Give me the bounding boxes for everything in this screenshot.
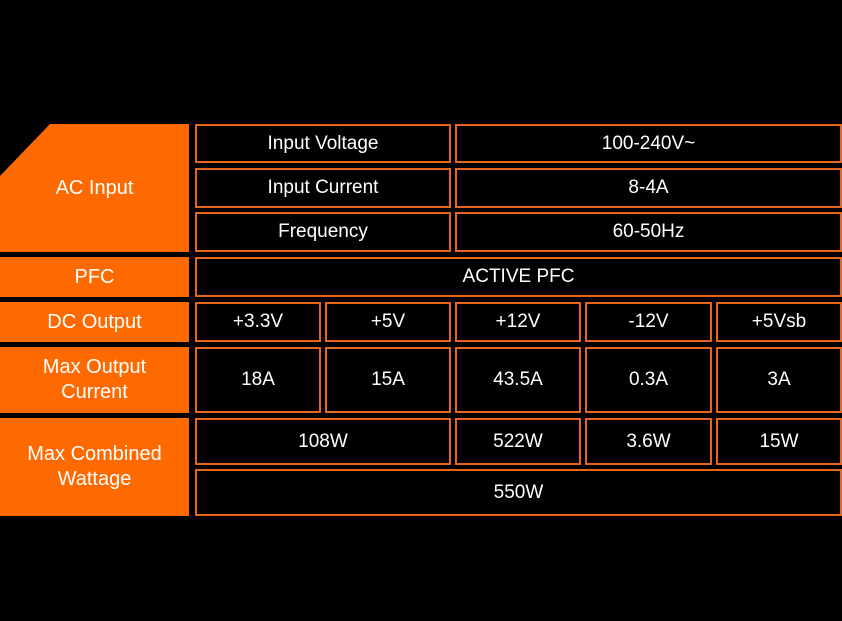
current-12v: 43.5A	[455, 347, 581, 413]
dc-output-header: DC Output	[0, 302, 189, 342]
current-5v: 15A	[325, 347, 451, 413]
current-5vsb: 3A	[716, 347, 842, 413]
wattage-12v: 522W	[455, 418, 581, 465]
pfc-header-label: PFC	[74, 265, 115, 288]
input-current-label: Input Current	[195, 168, 451, 208]
wattage-5vsb: 15W	[716, 418, 842, 465]
frequency-label: Frequency	[195, 212, 451, 252]
max-combined-wattage-header-label: Max Combined Wattage	[27, 443, 162, 490]
rail-3v3: +3.3V	[195, 302, 321, 342]
wattage-total: 550W	[195, 469, 842, 516]
rail-12v: +12V	[455, 302, 581, 342]
wattage-3v3-5v: 108W	[195, 418, 451, 465]
frequency-value: 60-50Hz	[455, 212, 842, 252]
dc-output-header-label: DC Output	[47, 310, 142, 333]
rail-5v: +5V	[325, 302, 451, 342]
wattage-minus-12v: 3.6W	[585, 418, 712, 465]
pfc-header: PFC	[0, 257, 189, 297]
ac-input-header-label: AC Input	[55, 176, 134, 199]
ac-input-header: AC Input	[0, 124, 189, 252]
max-output-current-header-label: Max Output Current	[42, 356, 147, 403]
max-output-current-header: Max Output Current	[0, 347, 189, 413]
pfc-value: ACTIVE PFC	[195, 257, 842, 297]
max-combined-wattage-header: Max Combined Wattage	[0, 418, 189, 516]
current-minus-12v: 0.3A	[585, 347, 712, 413]
input-current-value: 8-4A	[455, 168, 842, 208]
input-voltage-label: Input Voltage	[195, 124, 451, 163]
rail-5vsb: +5Vsb	[716, 302, 842, 342]
rail-minus-12v: -12V	[585, 302, 712, 342]
input-voltage-value: 100-240V~	[455, 124, 842, 163]
current-3v3: 18A	[195, 347, 321, 413]
